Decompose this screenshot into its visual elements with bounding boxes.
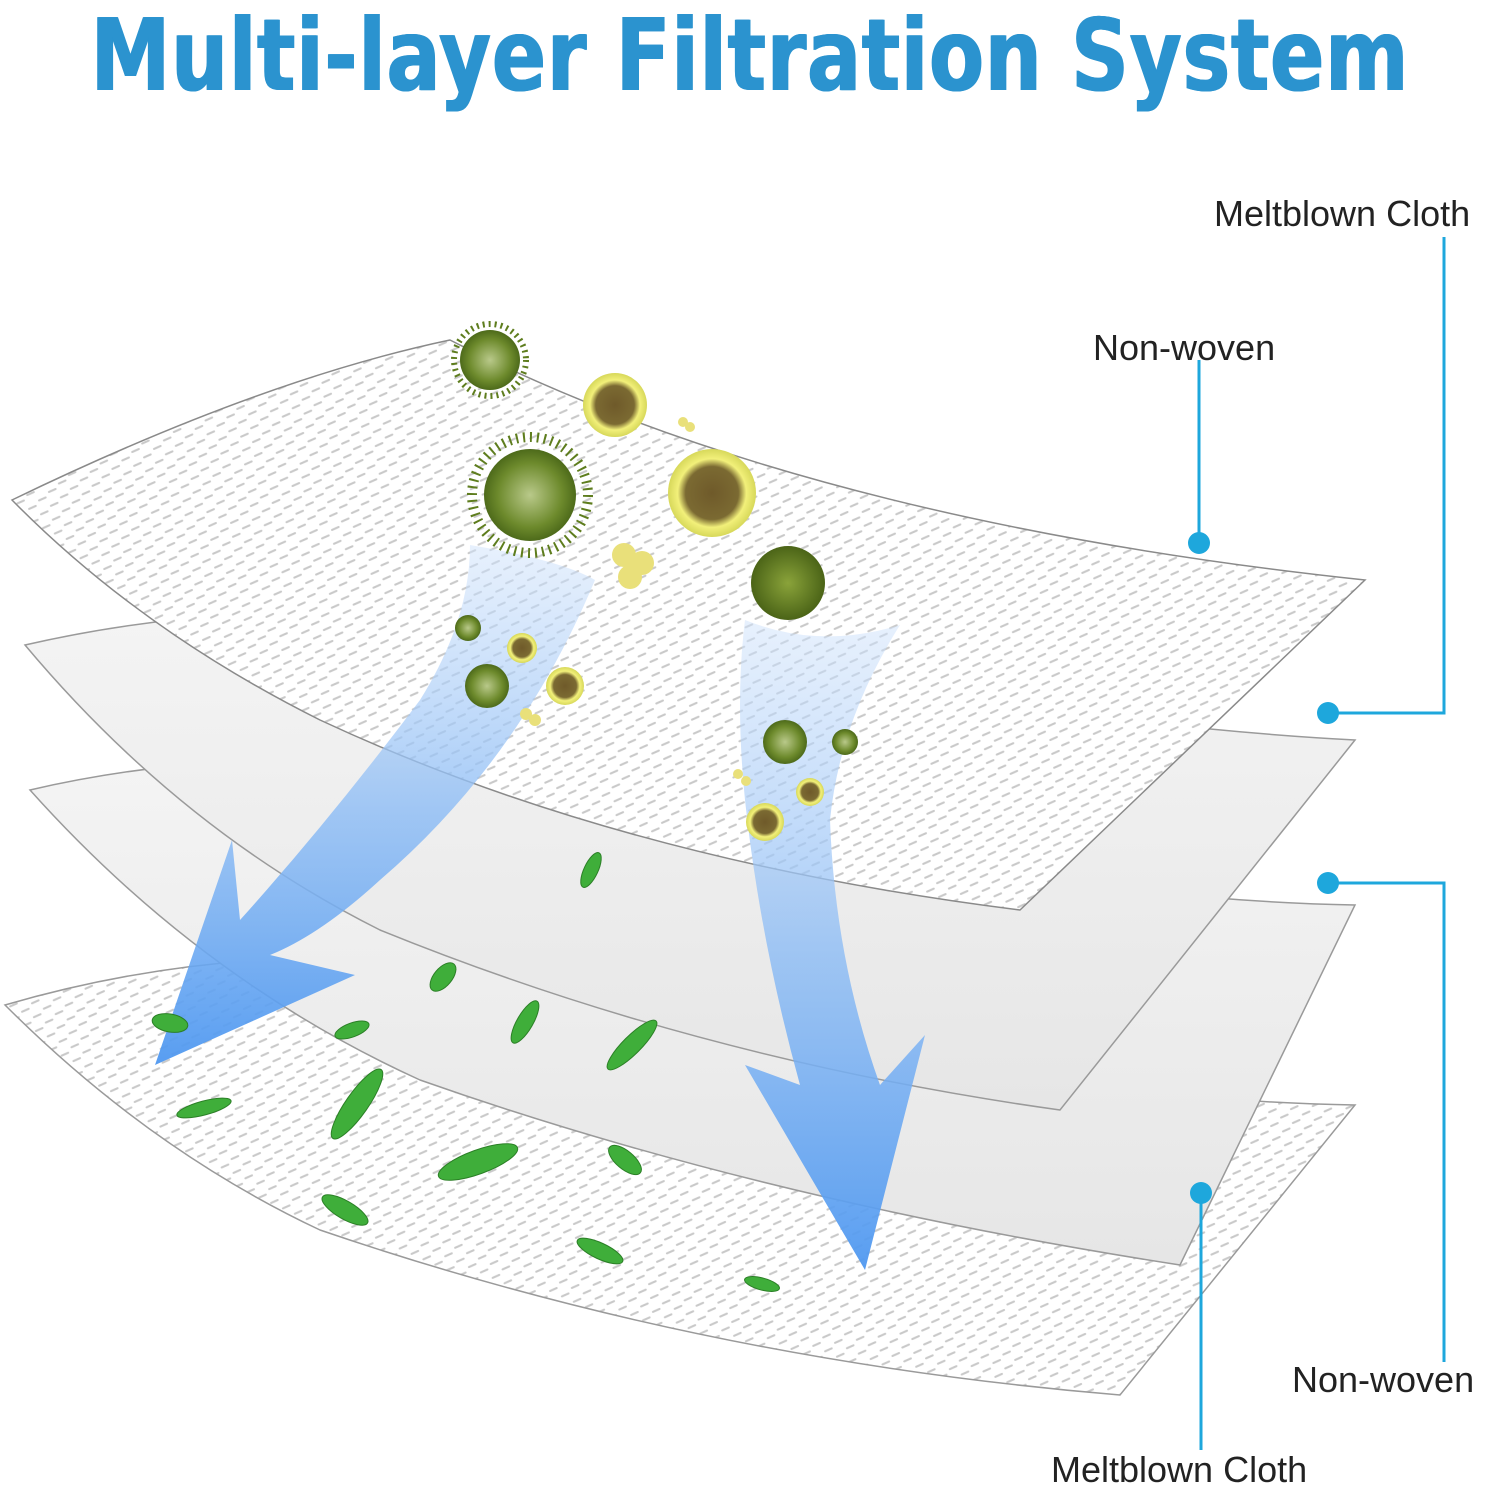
label-bottom-nonwoven: Non-woven — [1292, 1359, 1475, 1400]
label-bottom-meltblown: Meltblown Cloth — [1051, 1449, 1308, 1490]
germ-icon-8 — [465, 664, 509, 708]
germ-icon-4 — [668, 449, 756, 537]
germ-icon-12 — [796, 778, 824, 806]
airflow-arrow-right-icon — [740, 620, 925, 1270]
germ-icon-7 — [507, 633, 537, 663]
callout-dot-icon-3 — [1317, 872, 1339, 894]
germ-icon-13 — [746, 803, 784, 841]
callout-dot-icon-4 — [1190, 1182, 1212, 1204]
page-title: Multi-layer Filtration System — [90, 0, 1410, 114]
germ-icon-10 — [763, 720, 807, 764]
germ-icon-1 — [451, 321, 529, 399]
germ-icon-3 — [467, 432, 593, 558]
pollen-icon-4 — [733, 769, 751, 786]
filter-layer-1 — [10, 339, 1367, 911]
callout-line-bottom-nonwoven — [1328, 881, 1446, 1362]
germ-icon-5 — [751, 546, 825, 620]
pollen-icon-1 — [612, 543, 654, 589]
callout-lines — [1197, 237, 1446, 1450]
label-top-meltblown: Meltblown Cloth — [1214, 196, 1471, 232]
callout-dots — [1188, 532, 1339, 1204]
callout-dot-icon-2 — [1317, 702, 1339, 724]
callout-line-top-meltblown — [1328, 237, 1446, 715]
label-top-nonwoven: Non-woven — [1093, 327, 1276, 368]
pollen-icon-2 — [678, 417, 695, 432]
germ-icon-2 — [583, 373, 647, 437]
callout-dot-icon-1 — [1188, 532, 1210, 554]
germ-icon-6 — [455, 615, 481, 641]
germ-icon-11 — [832, 729, 858, 755]
germ-icon-9 — [546, 667, 584, 705]
leaf-icon — [151, 852, 780, 1292]
pollen-icon-3 — [520, 708, 541, 726]
